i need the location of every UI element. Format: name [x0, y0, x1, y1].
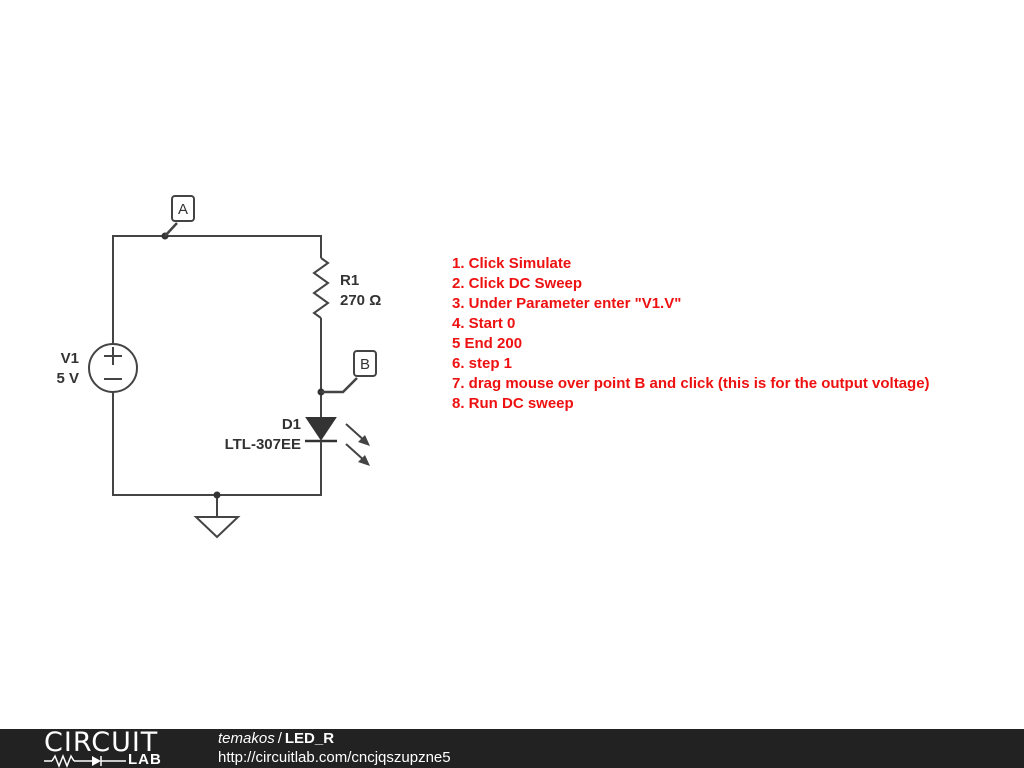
resistor-value-label: 270 Ω	[340, 292, 381, 309]
probe-b-tag	[353, 350, 377, 377]
footer-circuit-title: temakos/LED_R	[218, 730, 334, 748]
ground-node-dot	[213, 491, 221, 499]
probe-a-lead	[164, 222, 178, 237]
circuit-name[interactable]: LED_R	[284, 730, 335, 747]
voltage-source-symbol	[88, 343, 138, 393]
instructions-list: 1. Click Simulate 2. Click DC Sweep 3. U…	[452, 254, 930, 414]
led-part-label: LTL-307EE	[225, 436, 301, 453]
instruction-step: 5 End 200	[452, 335, 523, 352]
probe-b-lead	[321, 377, 358, 394]
resistor-r1[interactable]: R1 270 Ω	[312, 257, 381, 319]
probe-a[interactable]: A	[164, 195, 195, 237]
title-separator: /	[277, 730, 282, 747]
source-name-label: V1	[61, 350, 79, 367]
logo-wordmark: CIRCUIT	[44, 727, 159, 758]
logo-lab-text: LAB	[128, 751, 162, 768]
instruction-step: 4. Start 0	[452, 315, 516, 332]
instruction-step: 6. step 1	[452, 355, 513, 372]
resistor-name-label: R1	[340, 272, 359, 289]
logo-circuit-icon	[44, 753, 126, 768]
footer-bar: CIRCUIT LAB temakos/LED_R http://circuit…	[0, 729, 1024, 768]
led-triangle	[305, 417, 337, 441]
source-value-label: 5 V	[56, 370, 79, 387]
instruction-step: 7. drag mouse over point B and click (th…	[452, 375, 930, 392]
ground-icon	[193, 516, 241, 539]
resistor-zigzag	[312, 257, 330, 319]
instruction-step: 3. Under Parameter enter "V1.V"	[452, 295, 682, 312]
instruction-step: 2. Click DC Sweep	[452, 275, 583, 292]
wire-top	[112, 235, 322, 345]
probe-b-label: B	[360, 356, 370, 373]
light-emission-arrows-icon	[345, 423, 370, 466]
author-link[interactable]: temakos	[218, 730, 275, 747]
probe-b[interactable]: B	[321, 350, 377, 394]
circuit-url-link[interactable]: http://circuitlab.com/cncjqszupzne5	[218, 749, 451, 766]
probe-a-tag	[171, 195, 195, 222]
probe-a-label: A	[178, 201, 188, 218]
instruction-step: 1. Click Simulate	[452, 255, 572, 272]
led-name-label: D1	[282, 416, 301, 433]
instruction-step: 8. Run DC sweep	[452, 395, 574, 412]
wires	[112, 235, 322, 517]
circuit-schematic: V1 5 V R1 270 Ω D1 LTL-307EE	[56, 195, 381, 539]
led-d1[interactable]: D1 LTL-307EE	[225, 416, 370, 466]
voltage-source-v1[interactable]: V1 5 V	[56, 343, 138, 393]
